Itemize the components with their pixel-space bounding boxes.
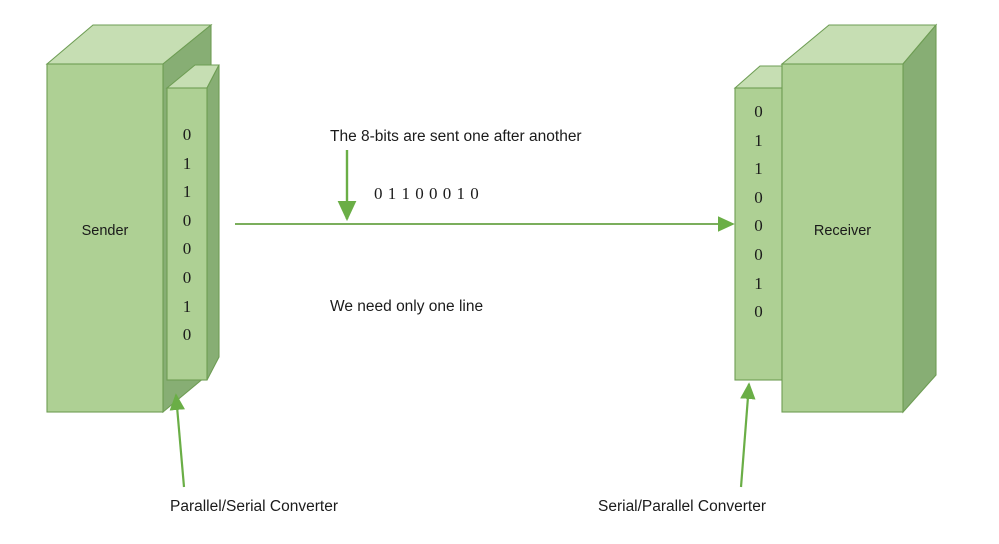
receiver-bit-7: 0 [754, 302, 763, 322]
sender-bit-column-side-face [206, 64, 220, 381]
receiver-label: Receiver [813, 223, 872, 239]
receiver-box-front-face [781, 63, 904, 413]
sender-bit-4: 0 [182, 239, 192, 259]
receiver-bit-1: 1 [754, 130, 763, 150]
receiver-bit-2: 1 [754, 159, 763, 179]
sender-label: Sender [81, 223, 129, 239]
receiver-bit-6: 1 [754, 273, 763, 293]
serial-parallel-converter-label: Serial/Parallel Converter [598, 498, 766, 515]
receiver-box [780, 23, 938, 414]
sender-bit-7: 0 [182, 325, 192, 345]
serial-parallel-converter-arrow [739, 382, 756, 488]
sender-box-front-face [46, 63, 164, 413]
sender-bit-3: 0 [182, 210, 192, 230]
parallel-serial-converter-arrow [169, 393, 186, 488]
sender-bit-1: 1 [182, 153, 192, 173]
sender-bit-0: 0 [182, 125, 192, 144]
receiver-bit-0: 0 [754, 102, 763, 121]
receiver-bit-5: 0 [754, 244, 763, 264]
receiver-bit-4: 0 [754, 216, 763, 236]
sender-bit-2: 1 [182, 182, 192, 202]
parallel-serial-converter-label: Parallel/Serial Converter [170, 498, 338, 515]
receiver-bit-3: 0 [754, 187, 763, 207]
receiver-bit-column-front-face [734, 87, 783, 381]
sender-bit-column-front-face [166, 87, 208, 381]
sender-bit-column: 0 1 1 0 0 0 1 0 [167, 121, 207, 350]
sender-bit-5: 0 [182, 267, 192, 287]
receiver-bit-column-box [733, 65, 791, 381]
channel-top-caption: The 8-bits are sent one after another [330, 128, 582, 145]
channel-bottom-caption: We need only one line [330, 298, 484, 315]
sender-bit-6: 1 [182, 296, 192, 316]
serial-bitstream-text: 0 1 1 0 0 0 1 0 [374, 184, 480, 203]
receiver-bit-column: 0 1 1 0 0 0 1 0 [735, 98, 782, 327]
receiver-box-side-face [902, 23, 937, 414]
sender-bit-column-box [165, 64, 220, 381]
